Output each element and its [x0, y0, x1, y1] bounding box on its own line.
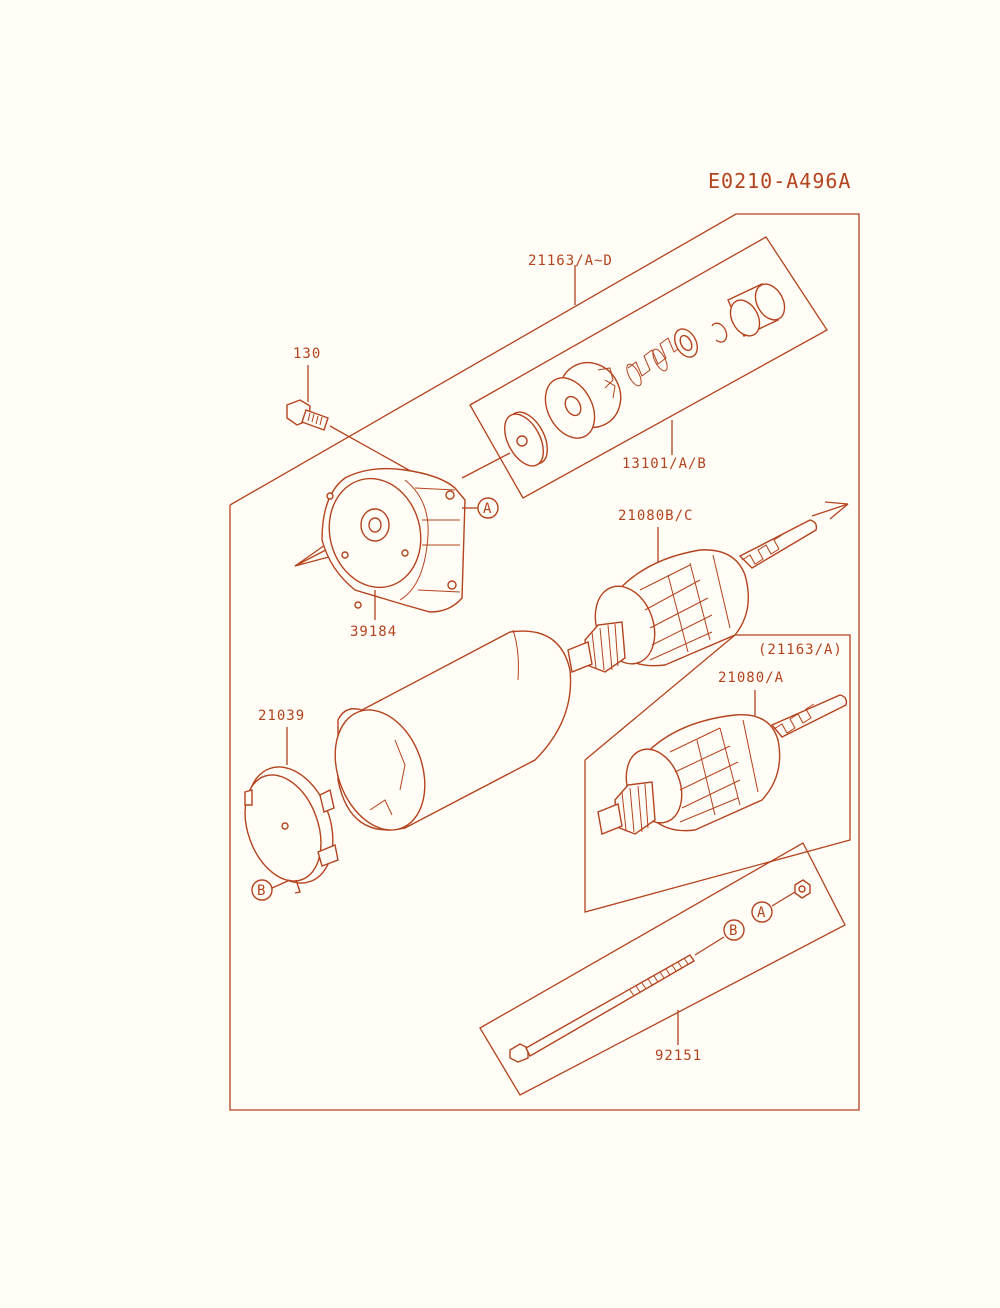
- rear-cover-21039: [244, 766, 339, 894]
- label-21080bc: 21080B/C: [618, 508, 693, 524]
- label-130: 130: [293, 346, 321, 362]
- callout-a-bracket: A: [477, 497, 499, 519]
- callout-b-bolt: B: [723, 919, 745, 941]
- label-13101: 13101/A/B: [622, 456, 707, 472]
- svg-text:B: B: [257, 883, 266, 899]
- label-21163a: (21163/A): [758, 642, 843, 658]
- yoke-housing: [334, 629, 572, 831]
- svg-text:A: A: [757, 905, 766, 921]
- armature-a-box: [584, 634, 851, 913]
- drive-pinion-assembly: [504, 283, 786, 467]
- through-bolt-box: [479, 842, 846, 1096]
- front-bracket-39184: [321, 467, 466, 613]
- diagram-code: E0210-A496A: [708, 169, 851, 193]
- bolt-130: [286, 399, 329, 431]
- label-21163: 21163/A~D: [528, 253, 613, 269]
- nut: [794, 879, 811, 899]
- armature-21080a: [597, 694, 848, 835]
- outer-frame: [229, 213, 860, 1111]
- label-39184: 39184: [350, 624, 397, 640]
- label-21039: 21039: [258, 708, 305, 724]
- callout-b-cover: B: [251, 879, 273, 901]
- label-92151: 92151: [655, 1048, 702, 1064]
- through-bolt-92151: [509, 954, 695, 1063]
- callout-a-bolt: A: [751, 901, 773, 923]
- svg-text:A: A: [483, 501, 492, 517]
- svg-text:B: B: [729, 923, 738, 939]
- drive-kit-box: [469, 236, 828, 499]
- label-21080a: 21080/A: [718, 670, 784, 686]
- armature-21080bc: [567, 519, 818, 673]
